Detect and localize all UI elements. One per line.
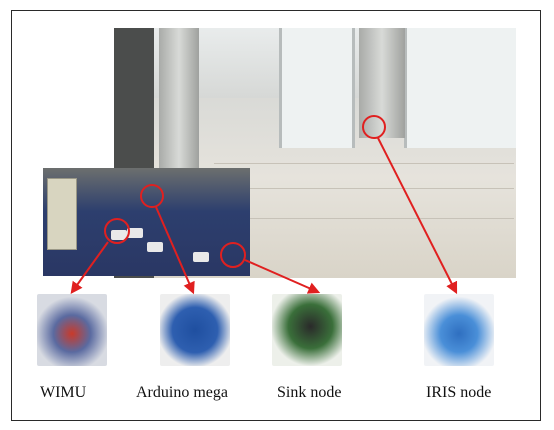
arduino-mega-photo xyxy=(160,294,230,366)
arduino-arrow xyxy=(155,206,195,295)
device-board xyxy=(127,228,143,238)
window-panel xyxy=(279,28,355,148)
iris-node-caption: IRIS node xyxy=(426,384,492,401)
wimu-highlight-circle xyxy=(104,218,130,244)
laptop xyxy=(47,178,77,250)
floor-tile-line xyxy=(174,218,514,219)
sink-node-photo xyxy=(272,294,342,366)
wimu-device-photo xyxy=(37,294,107,366)
sink-node-arrow xyxy=(244,259,321,294)
arduino-highlight-circle xyxy=(140,184,164,208)
device-board xyxy=(193,252,209,262)
window-panel xyxy=(404,28,516,148)
arduino-mega-caption: Arduino mega xyxy=(136,384,228,401)
floor-tile-line xyxy=(214,163,514,164)
device-board xyxy=(147,242,163,252)
iris-node-arrow xyxy=(377,137,458,295)
floor-tile-line xyxy=(194,188,514,189)
wimu-caption: WIMU xyxy=(40,384,87,401)
iris-node-photo xyxy=(424,294,494,366)
sink-node-caption: Sink node xyxy=(277,384,342,401)
wimu-arrow xyxy=(70,241,109,294)
iris-node-highlight-circle xyxy=(362,115,386,139)
sink-node-highlight-circle xyxy=(220,242,246,268)
device-board xyxy=(111,230,127,240)
